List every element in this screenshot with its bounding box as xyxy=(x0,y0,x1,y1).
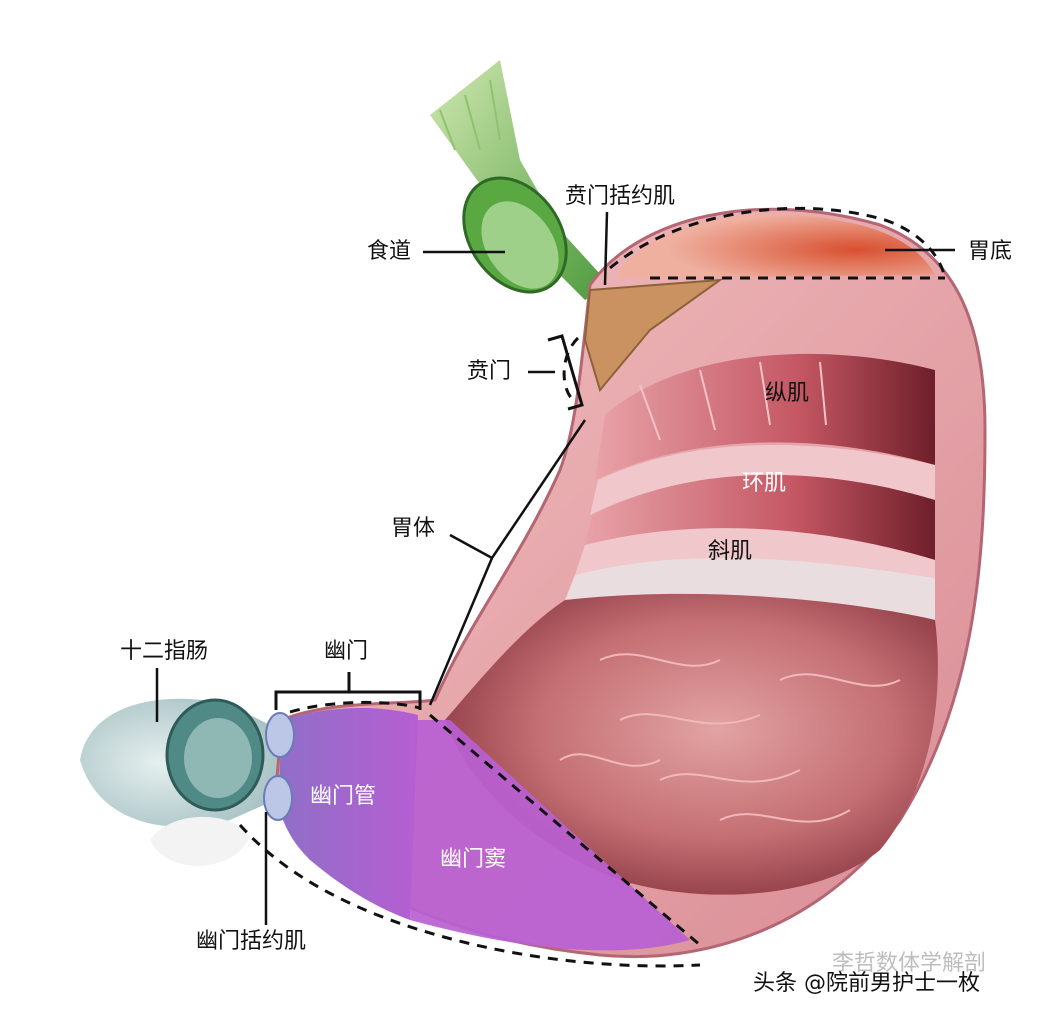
leader-lines xyxy=(155,211,955,925)
watermark-main: 头条 @院前男护士一枚 xyxy=(753,971,980,996)
pyloric-sphincter-shape xyxy=(263,712,295,821)
mucosa-interior xyxy=(445,593,938,895)
label-pyloric-canal: 幽门管 xyxy=(310,784,376,809)
label-esophagus: 食道 xyxy=(367,239,411,264)
label-pyloric-antrum: 幽门窦 xyxy=(440,847,506,872)
esophagus-tube xyxy=(430,60,610,300)
label-longitudinal-muscle: 纵肌 xyxy=(765,381,809,406)
label-oblique-muscle: 斜肌 xyxy=(708,539,752,564)
label-pyloric-sphincter: 幽门括约肌 xyxy=(196,929,306,954)
label-pylorus: 幽门 xyxy=(324,639,368,664)
fundus-region xyxy=(620,214,935,278)
duodenum-shape xyxy=(80,698,280,866)
label-duodenum: 十二指肠 xyxy=(120,639,208,664)
watermark-faint: 李哲数体学解剖 xyxy=(832,951,986,976)
cardia-region xyxy=(583,278,724,393)
label-cardia: 贲门 xyxy=(467,359,511,384)
label-body: 胃体 xyxy=(391,516,435,541)
label-fundus: 胃底 xyxy=(968,239,1012,264)
mucosa-folds xyxy=(559,653,901,823)
label-cardiac-sphincter: 贲门括约肌 xyxy=(565,184,675,209)
pyloric-canal-region xyxy=(278,708,418,920)
label-circular-muscle: 环肌 xyxy=(742,471,786,496)
brackets xyxy=(274,334,584,710)
pyloric-antrum-region xyxy=(410,720,690,951)
